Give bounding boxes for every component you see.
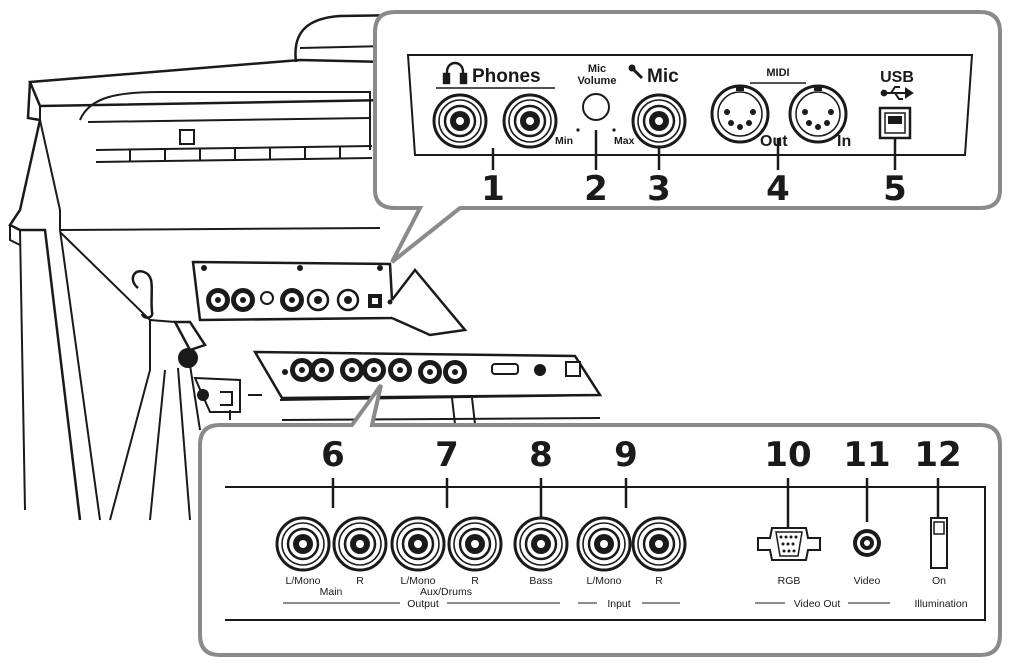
main-l-mono-label: L/Mono <box>285 575 320 587</box>
small-lower-connector-plate <box>252 350 603 400</box>
on-label: On <box>932 575 946 587</box>
microphone-icon <box>628 64 644 80</box>
input-l-mono-jack <box>576 516 632 572</box>
callout-number-5: 5 <box>883 169 907 209</box>
top-callout <box>373 10 1002 264</box>
aux-l-mono-jack <box>390 516 446 572</box>
mic-volume-label-line1: Mic <box>588 63 606 75</box>
video-out-group-label: Video Out <box>794 598 841 610</box>
mic-volume-knob <box>582 93 610 121</box>
main-r-label: R <box>356 575 364 587</box>
phones-label: Phones <box>472 66 541 87</box>
midi-label: MIDI <box>766 67 789 79</box>
usb-port <box>878 106 912 140</box>
callout-number-2: 2 <box>584 169 608 209</box>
callout-number-10: 10 <box>764 435 811 475</box>
phones-jack-1 <box>432 93 488 149</box>
mic-label: Mic <box>647 66 679 87</box>
input-group-label: Input <box>607 598 630 610</box>
rca-jack-icon <box>853 529 881 557</box>
usb-label: USB <box>880 69 914 86</box>
instrument-line-art <box>8 12 601 521</box>
input-l-mono-label: L/Mono <box>586 575 621 587</box>
callout-number-3: 3 <box>647 169 671 209</box>
callout-number-12: 12 <box>914 435 961 475</box>
callout-number-8: 8 <box>529 435 553 475</box>
callout-number-6: 6 <box>321 435 345 475</box>
mic-min-label: Min <box>555 135 573 147</box>
callout-number-11: 11 <box>843 435 890 475</box>
illumination-group-label: Illumination <box>914 598 967 610</box>
callout-number-1: 1 <box>481 169 505 209</box>
aux-l-mono-label: L/Mono <box>400 575 435 587</box>
midi-in-label: In <box>837 133 851 150</box>
bass-jack <box>513 516 569 572</box>
main-l-mono-jack <box>275 516 331 572</box>
callout-number-9: 9 <box>614 435 638 475</box>
input-r-label: R <box>655 575 663 587</box>
video-label: Video <box>854 575 881 587</box>
main-group-label: Main <box>320 586 343 598</box>
vga-connector-icon <box>757 527 821 561</box>
usb-icon <box>880 86 914 100</box>
rgb-label: RGB <box>778 575 801 587</box>
midi-out-label: Out <box>760 133 788 150</box>
output-group-label: Output <box>407 598 439 610</box>
small-top-connector-plate <box>191 260 468 337</box>
mic-volume-label-line2: Volume <box>578 75 617 87</box>
mic-jack <box>631 93 687 149</box>
illumination-switch-icon <box>930 517 948 569</box>
main-r-jack <box>332 516 388 572</box>
mic-max-label: Max <box>614 135 635 147</box>
aux-drums-group-label: Aux/Drums <box>420 586 472 598</box>
phones-jack-2 <box>502 93 558 149</box>
callout-number-7: 7 <box>435 435 459 475</box>
headphones-icon <box>442 61 468 85</box>
input-r-jack <box>631 516 687 572</box>
bass-label: Bass <box>529 575 552 587</box>
callout-number-4: 4 <box>766 169 790 209</box>
aux-r-label: R <box>471 575 479 587</box>
aux-r-jack <box>447 516 503 572</box>
